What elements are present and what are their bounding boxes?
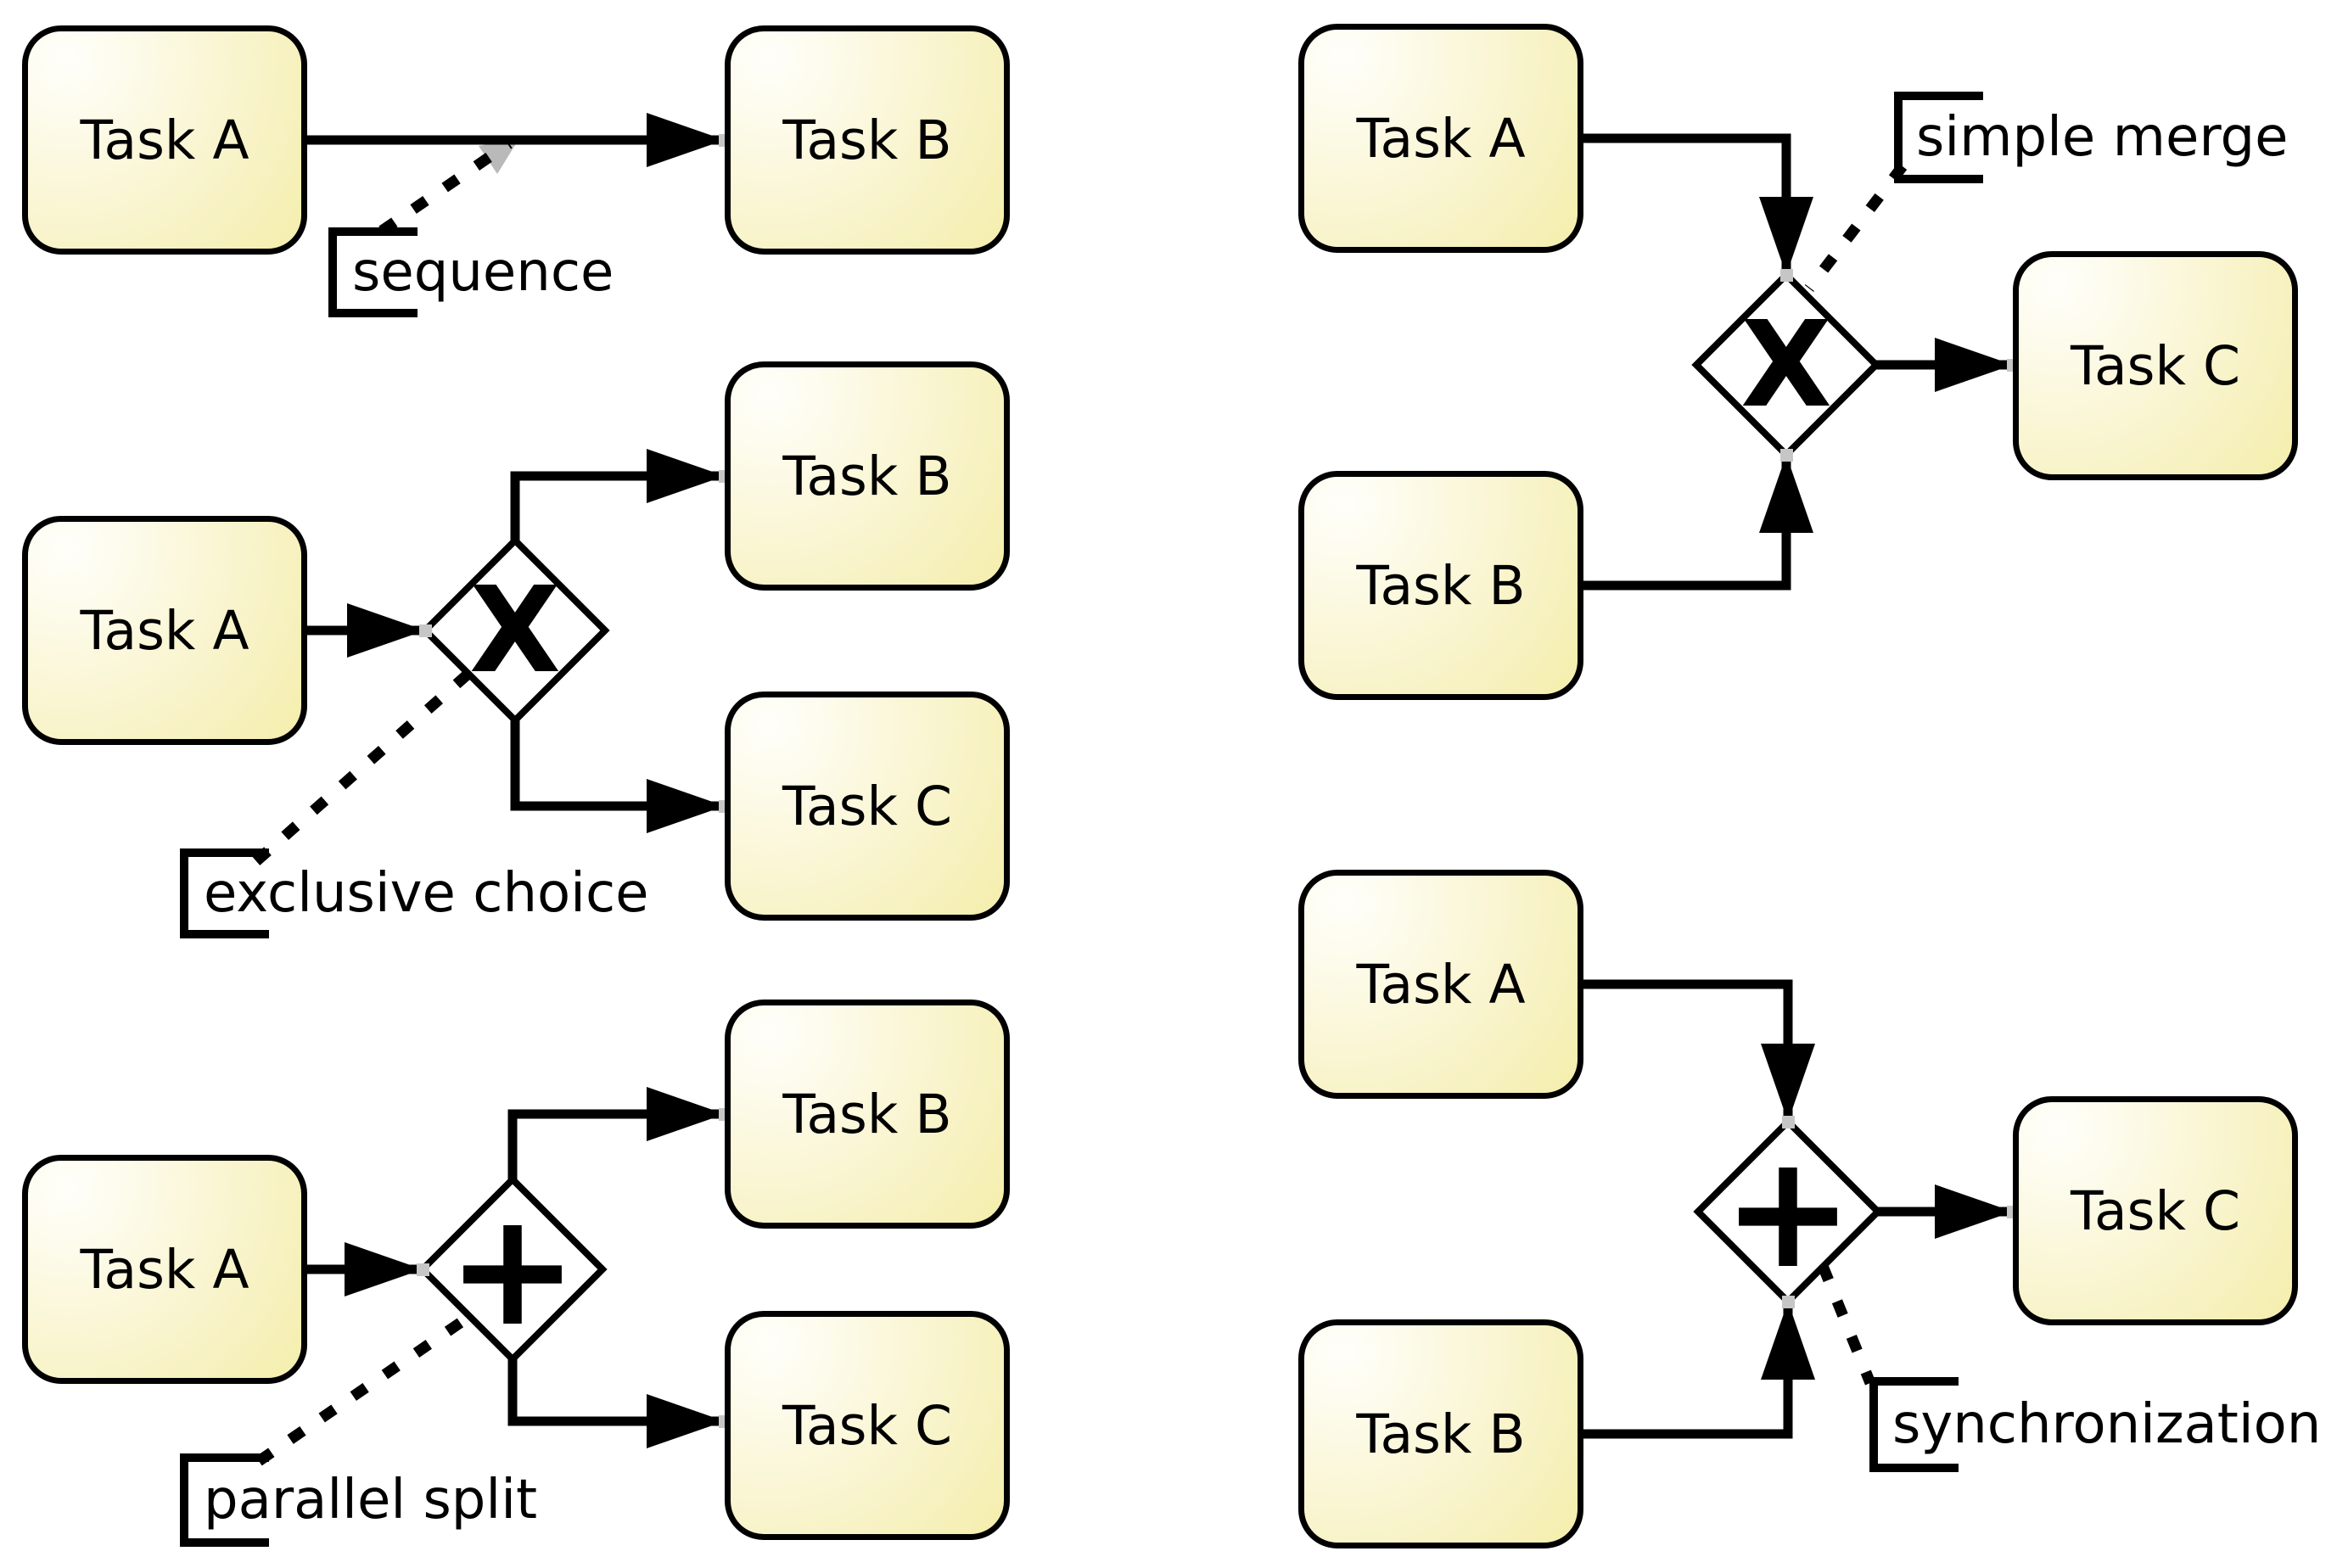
task-box-sync-c: Task C: [2013, 1096, 2298, 1325]
endpoint-nub: [419, 624, 432, 637]
gateway-diamond-exclusive-choice: [420, 535, 610, 725]
task-box-merge-b: Task B: [1298, 471, 1583, 700]
task-box-merge-c: Task C: [2013, 251, 2298, 480]
task-label: Task B: [1356, 554, 1526, 617]
task-box-parallel-a: Task A: [22, 1155, 307, 1384]
task-label: Task C: [2071, 334, 2240, 397]
label-bracket-synchronization: [1869, 1377, 1959, 1472]
label-bracket-simple-merge: [1894, 92, 1983, 183]
endpoint-nub: [1782, 1296, 1795, 1308]
endpoint-nub: [417, 1263, 429, 1276]
flow-sync-a-to-gateway: [1583, 979, 1815, 1122]
task-box-sequence-b: Task B: [725, 25, 1010, 255]
gateway-symbol-synchronization: +: [1722, 1120, 1854, 1303]
task-box-sequence-a: Task A: [22, 25, 307, 255]
task-label: Task A: [80, 599, 249, 662]
task-label: Task C: [2071, 1179, 2240, 1242]
task-box-sync-b: Task B: [1298, 1319, 1583, 1548]
flow-merge-b-to-gateway: [1583, 455, 1813, 591]
pattern-label-parallel-split: parallel split: [204, 1469, 538, 1532]
label-bracket-exclusive-choice: [180, 848, 269, 938]
endpoint-nub: [1782, 1116, 1795, 1128]
flow-sync-b-to-gateway: [1583, 1302, 1815, 1439]
task-box-parallel-c: Task C: [725, 1311, 1010, 1540]
association-exclusive-choice: [252, 669, 474, 865]
association-sequence: [378, 138, 513, 236]
task-label: Task B: [782, 109, 952, 171]
gateway-symbol-simple-merge: X: [1740, 295, 1832, 434]
gateway-symbol-exclusive-choice: X: [469, 561, 561, 700]
task-label: Task B: [1356, 1403, 1526, 1465]
pattern-label-exclusive-choice: exclusive choice: [204, 862, 649, 925]
task-label: Task A: [1356, 107, 1526, 170]
task-box-exclusive-a: Task A: [22, 516, 307, 745]
task-box-sync-a: Task A: [1298, 870, 1583, 1099]
flow-exclusive-gateway-to-b: [510, 449, 725, 540]
task-label: Task B: [782, 445, 952, 507]
task-box-parallel-b: Task B: [725, 1000, 1010, 1229]
pattern-label-sequence: sequence: [352, 241, 614, 304]
endpoint-nub: [1780, 269, 1793, 282]
label-bracket-parallel-split: [180, 1453, 269, 1547]
task-label: Task A: [80, 109, 249, 171]
task-label: Task A: [1356, 953, 1526, 1016]
pattern-label-simple-merge: simple merge: [1916, 106, 2289, 169]
endpoint-nub: [1780, 449, 1793, 462]
gateway-symbol-parallel-split: +: [446, 1178, 579, 1361]
flow-merge-a-to-gateway: [1583, 133, 1813, 275]
gateway-diamond-parallel-split: [418, 1174, 608, 1364]
label-bracket-sequence: [328, 227, 418, 317]
flow-parallel-gateway-to-b: [507, 1087, 725, 1179]
task-label: Task A: [80, 1238, 249, 1301]
pattern-label-synchronization: synchronization: [1892, 1393, 2322, 1456]
association-arrowhead-gray: [479, 138, 519, 174]
association-parallel-split: [255, 1313, 471, 1466]
task-box-merge-a: Task A: [1298, 24, 1583, 253]
task-box-exclusive-c: Task C: [725, 692, 1010, 921]
flow-parallel-gateway-to-c: [507, 1359, 725, 1448]
task-box-exclusive-b: Task B: [725, 361, 1010, 591]
flow-exclusive-gateway-to-c: [510, 720, 725, 833]
task-label: Task C: [782, 775, 952, 837]
task-label: Task C: [782, 1394, 952, 1457]
association-simple-merge: [1804, 163, 1908, 292]
task-label: Task B: [782, 1083, 952, 1145]
